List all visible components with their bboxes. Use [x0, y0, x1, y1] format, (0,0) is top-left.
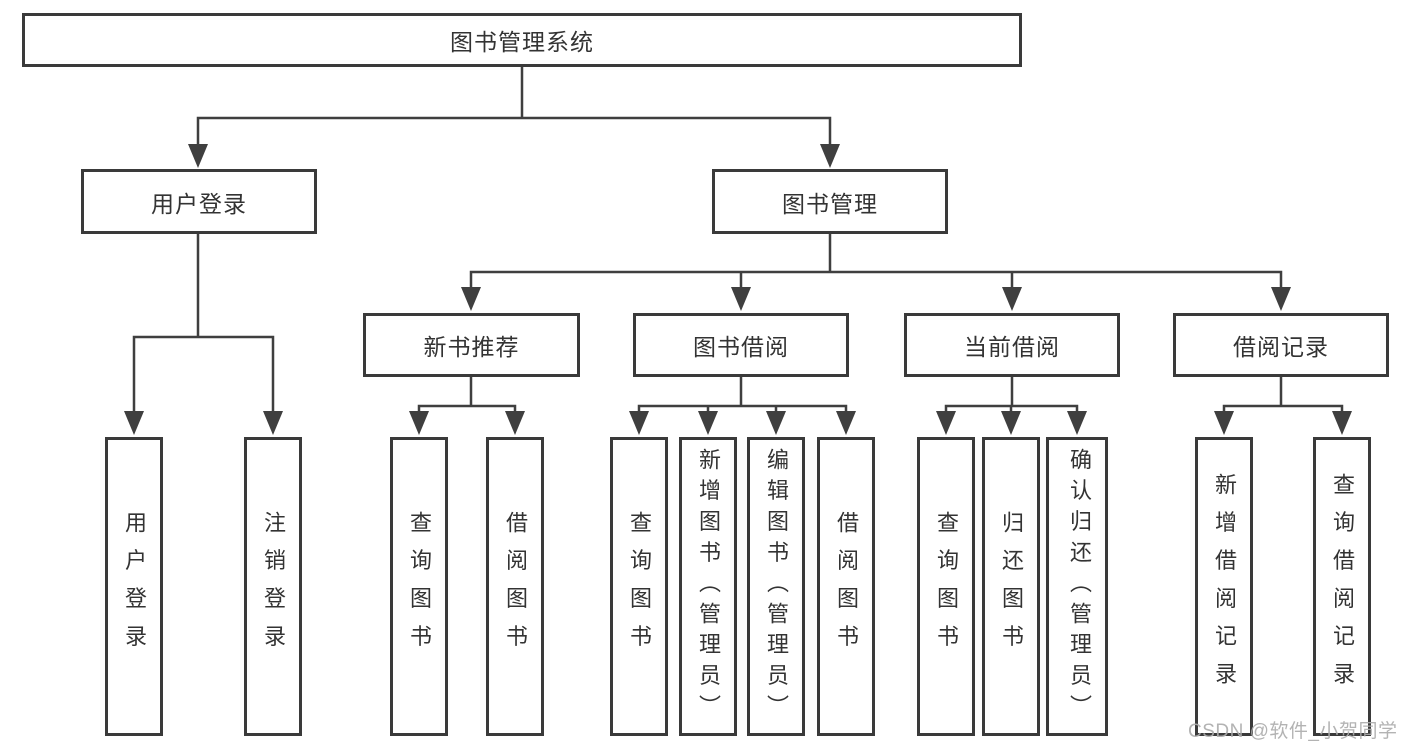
arrowhead: [836, 411, 856, 435]
leaf-return-book: 归还图书: [982, 437, 1040, 736]
arrowhead: [1067, 411, 1087, 435]
arrowhead: [698, 411, 718, 435]
arrowhead: [629, 411, 649, 435]
node-current-borrow: 当前借阅: [904, 313, 1120, 377]
leaf-user-login: 用户登录: [105, 437, 163, 736]
leaf-borrow-books-borrow: 借阅图书: [817, 437, 875, 736]
node-book-borrow: 图书借阅: [633, 313, 849, 377]
arrowhead: [766, 411, 786, 435]
leaf-query-borrow-record: 查询借阅记录: [1313, 437, 1371, 736]
arrowhead: [731, 287, 751, 311]
arrowhead: [1001, 411, 1021, 435]
arrowhead: [1332, 411, 1352, 435]
node-new-book-recommend: 新书推荐: [363, 313, 580, 377]
connector-book-management-to-level3: [461, 234, 1291, 311]
leaf-logout: 注销登录: [244, 437, 302, 736]
arrowhead: [461, 287, 481, 311]
leaf-query-books-current: 查询图书: [917, 437, 975, 736]
leaf-query-books-recommend: 查询图书: [390, 437, 448, 736]
arrowhead: [188, 144, 208, 168]
leaf-add-book-admin: 新增图书（管理员）: [679, 437, 737, 736]
arrowhead: [409, 411, 429, 435]
arrowhead: [1214, 411, 1234, 435]
arrowhead: [820, 144, 840, 168]
node-borrow-records: 借阅记录: [1173, 313, 1389, 377]
arrowhead: [124, 411, 144, 435]
leaf-add-borrow-record: 新增借阅记录: [1195, 437, 1253, 736]
csdn-watermark: CSDN @软件_小贺同学: [1188, 721, 1398, 742]
connector-root-to-level2: [188, 67, 840, 168]
connector-book-borrow-branch: [629, 377, 856, 435]
node-user-login: 用户登录: [81, 169, 317, 234]
leaf-edit-book-admin: 编辑图书（管理员）: [747, 437, 805, 736]
arrowhead: [1002, 287, 1022, 311]
node-book-management: 图书管理: [712, 169, 948, 234]
arrowhead: [505, 411, 525, 435]
leaf-borrow-books-recommend: 借阅图书: [486, 437, 544, 736]
arrowhead: [263, 411, 283, 435]
leaf-query-books-borrow: 查询图书: [610, 437, 668, 736]
connector-borrow-records-branch: [1214, 377, 1352, 435]
node-library-management-system: 图书管理系统: [22, 13, 1022, 67]
arrowhead: [936, 411, 956, 435]
connector-user-login-branch: [124, 234, 283, 435]
leaf-confirm-return-admin: 确认归还（管理员）: [1046, 437, 1108, 736]
connector-new-book-branch: [409, 377, 525, 435]
arrowhead: [1271, 287, 1291, 311]
connector-current-borrow-branch: [936, 377, 1087, 435]
